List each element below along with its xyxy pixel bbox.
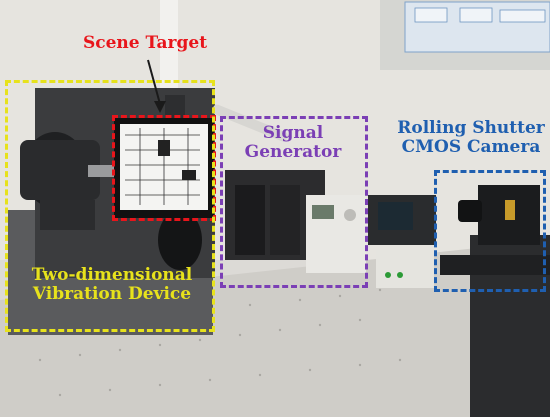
camera-lens bbox=[458, 200, 482, 222]
vibration-device-box bbox=[5, 80, 215, 332]
generator-knob bbox=[344, 209, 356, 221]
power-led bbox=[397, 272, 403, 278]
power-led bbox=[385, 272, 391, 278]
signal-generator-box bbox=[220, 116, 368, 288]
camera-label: Rolling Shutter CMOS Camera bbox=[392, 119, 550, 156]
vibration-exciter bbox=[20, 140, 100, 200]
vibration-label-line-1: Two-dimensional bbox=[31, 265, 193, 285]
signal-generator-line-1: Signal bbox=[262, 123, 324, 143]
camera-box bbox=[434, 170, 546, 292]
camera-label-line-2: CMOS Camera bbox=[401, 136, 541, 157]
vibration-device-label: Two-dimensional Vibration Device bbox=[12, 266, 212, 303]
camera-platform bbox=[440, 255, 550, 275]
signal-generator-label: Signal Generator bbox=[232, 124, 354, 161]
exciter-stand bbox=[40, 200, 95, 230]
poster-box bbox=[459, 7, 493, 23]
table-holes bbox=[38, 288, 402, 397]
poster-box bbox=[414, 7, 448, 23]
vibration-label-line-2: Vibration Device bbox=[32, 283, 192, 304]
amplifier-unit bbox=[270, 185, 300, 255]
second-exciter bbox=[158, 210, 202, 270]
power-supply bbox=[376, 250, 434, 288]
camera-mount bbox=[505, 200, 515, 220]
amplifier-unit bbox=[235, 185, 265, 255]
lamp-arm bbox=[212, 104, 288, 142]
generator-display bbox=[312, 205, 334, 219]
poster-box bbox=[499, 9, 546, 23]
oscilloscope-screen bbox=[378, 202, 413, 230]
chart-block bbox=[182, 170, 196, 180]
camera-label-line-1: Rolling Shutter bbox=[397, 118, 545, 138]
chart-block bbox=[158, 140, 170, 156]
signal-generator-line-2: Generator bbox=[244, 141, 342, 162]
scene-target-label: Scene Target bbox=[82, 33, 208, 53]
